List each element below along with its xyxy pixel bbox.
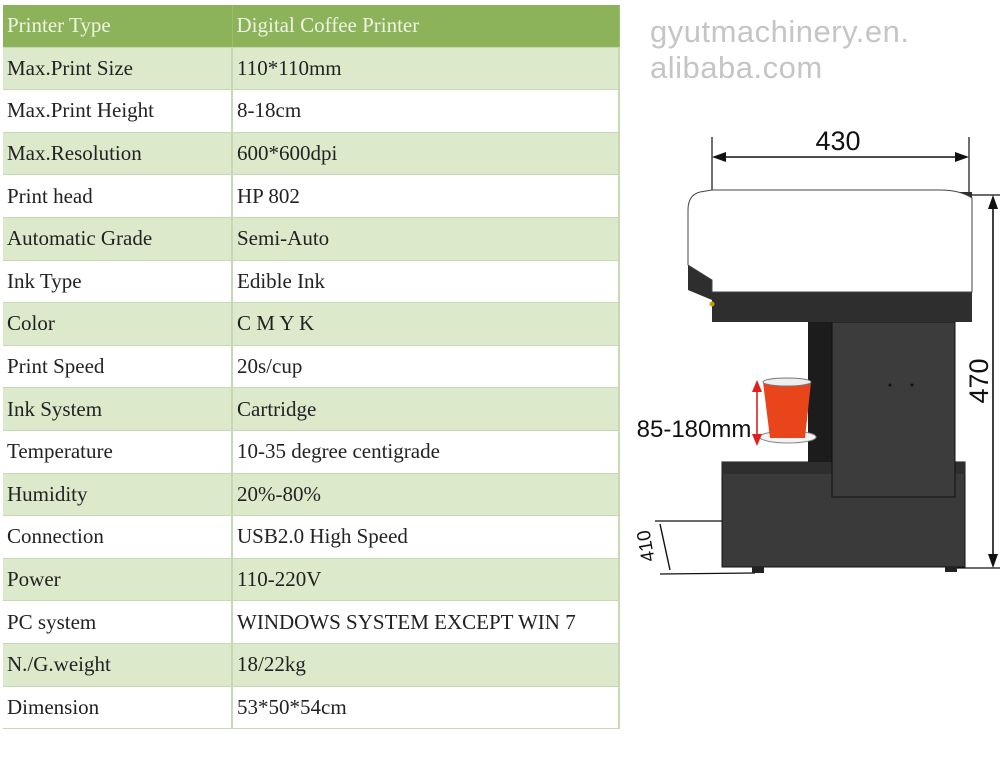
- depth-dimension-line: [659, 523, 671, 571]
- table-row-label: Print Speed: [3, 345, 233, 389]
- table-row-label: Max.Resolution: [3, 132, 233, 176]
- table-row-value: USB2.0 High Speed: [232, 515, 620, 559]
- table-row-label: Humidity: [3, 473, 233, 517]
- printer-column: [831, 321, 956, 498]
- height-dimension-label: 470: [964, 358, 994, 403]
- cup-icon: [763, 382, 811, 438]
- table-row-value: Semi-Auto: [232, 217, 620, 261]
- table-row-label: Color: [3, 302, 233, 346]
- arrow-right-icon: [955, 152, 969, 162]
- table-row-value: 110-220V: [232, 558, 620, 602]
- table-row-value: 20s/cup: [232, 345, 620, 389]
- table-row-value: 110*110mm: [232, 47, 620, 91]
- table-row-label: Ink Type: [3, 260, 233, 304]
- table-row-label: N./G.weight: [3, 643, 233, 687]
- table-row-value: C M Y K: [232, 302, 620, 346]
- table-row-value: Edible Ink: [232, 260, 620, 304]
- table-row-value: 53*50*54cm: [232, 686, 620, 730]
- table-row-label: PC system: [3, 600, 233, 644]
- watermark: gyutmachinery.en.alibaba.com: [650, 14, 910, 85]
- printer-dimension-drawing: 430 470 410 85-180mm: [633, 126, 1000, 575]
- table-row-value: 18/22kg: [232, 643, 620, 687]
- printer-lid: [687, 189, 973, 293]
- table-row-value: 10-35 degree centigrade: [232, 430, 620, 474]
- table-row-label: Temperature: [3, 430, 233, 474]
- table-row-label: Print head: [3, 174, 233, 218]
- cup-height-label: 85-180mm: [637, 416, 752, 443]
- table-row-value: WINDOWS SYSTEM EXCEPT WIN 7: [232, 600, 620, 644]
- table-row-label: Max.Print Size: [3, 47, 233, 91]
- arrow-left-icon: [712, 152, 726, 162]
- depth-dimension-label: 410: [633, 529, 659, 564]
- table-row-label: Dimension: [3, 686, 233, 730]
- table-row-label: Connection: [3, 515, 233, 559]
- table-row-value: 600*600dpi: [232, 132, 620, 176]
- table-row-value: HP 802: [232, 174, 620, 218]
- table-row-label: Ink System: [3, 387, 233, 431]
- width-dimension-label: 430: [815, 126, 860, 156]
- table-header-row-value: Digital Coffee Printer: [232, 5, 620, 48]
- table-row-value: 20%-80%: [232, 473, 620, 517]
- table-row-value: 8-18cm: [232, 89, 620, 133]
- table-row-value: Cartridge: [232, 387, 620, 431]
- table-header-row-label: Printer Type: [3, 5, 233, 48]
- table-row-label: Automatic Grade: [3, 217, 233, 261]
- table-row-label: Max.Print Height: [3, 89, 233, 133]
- table-row-label: Power: [3, 558, 233, 602]
